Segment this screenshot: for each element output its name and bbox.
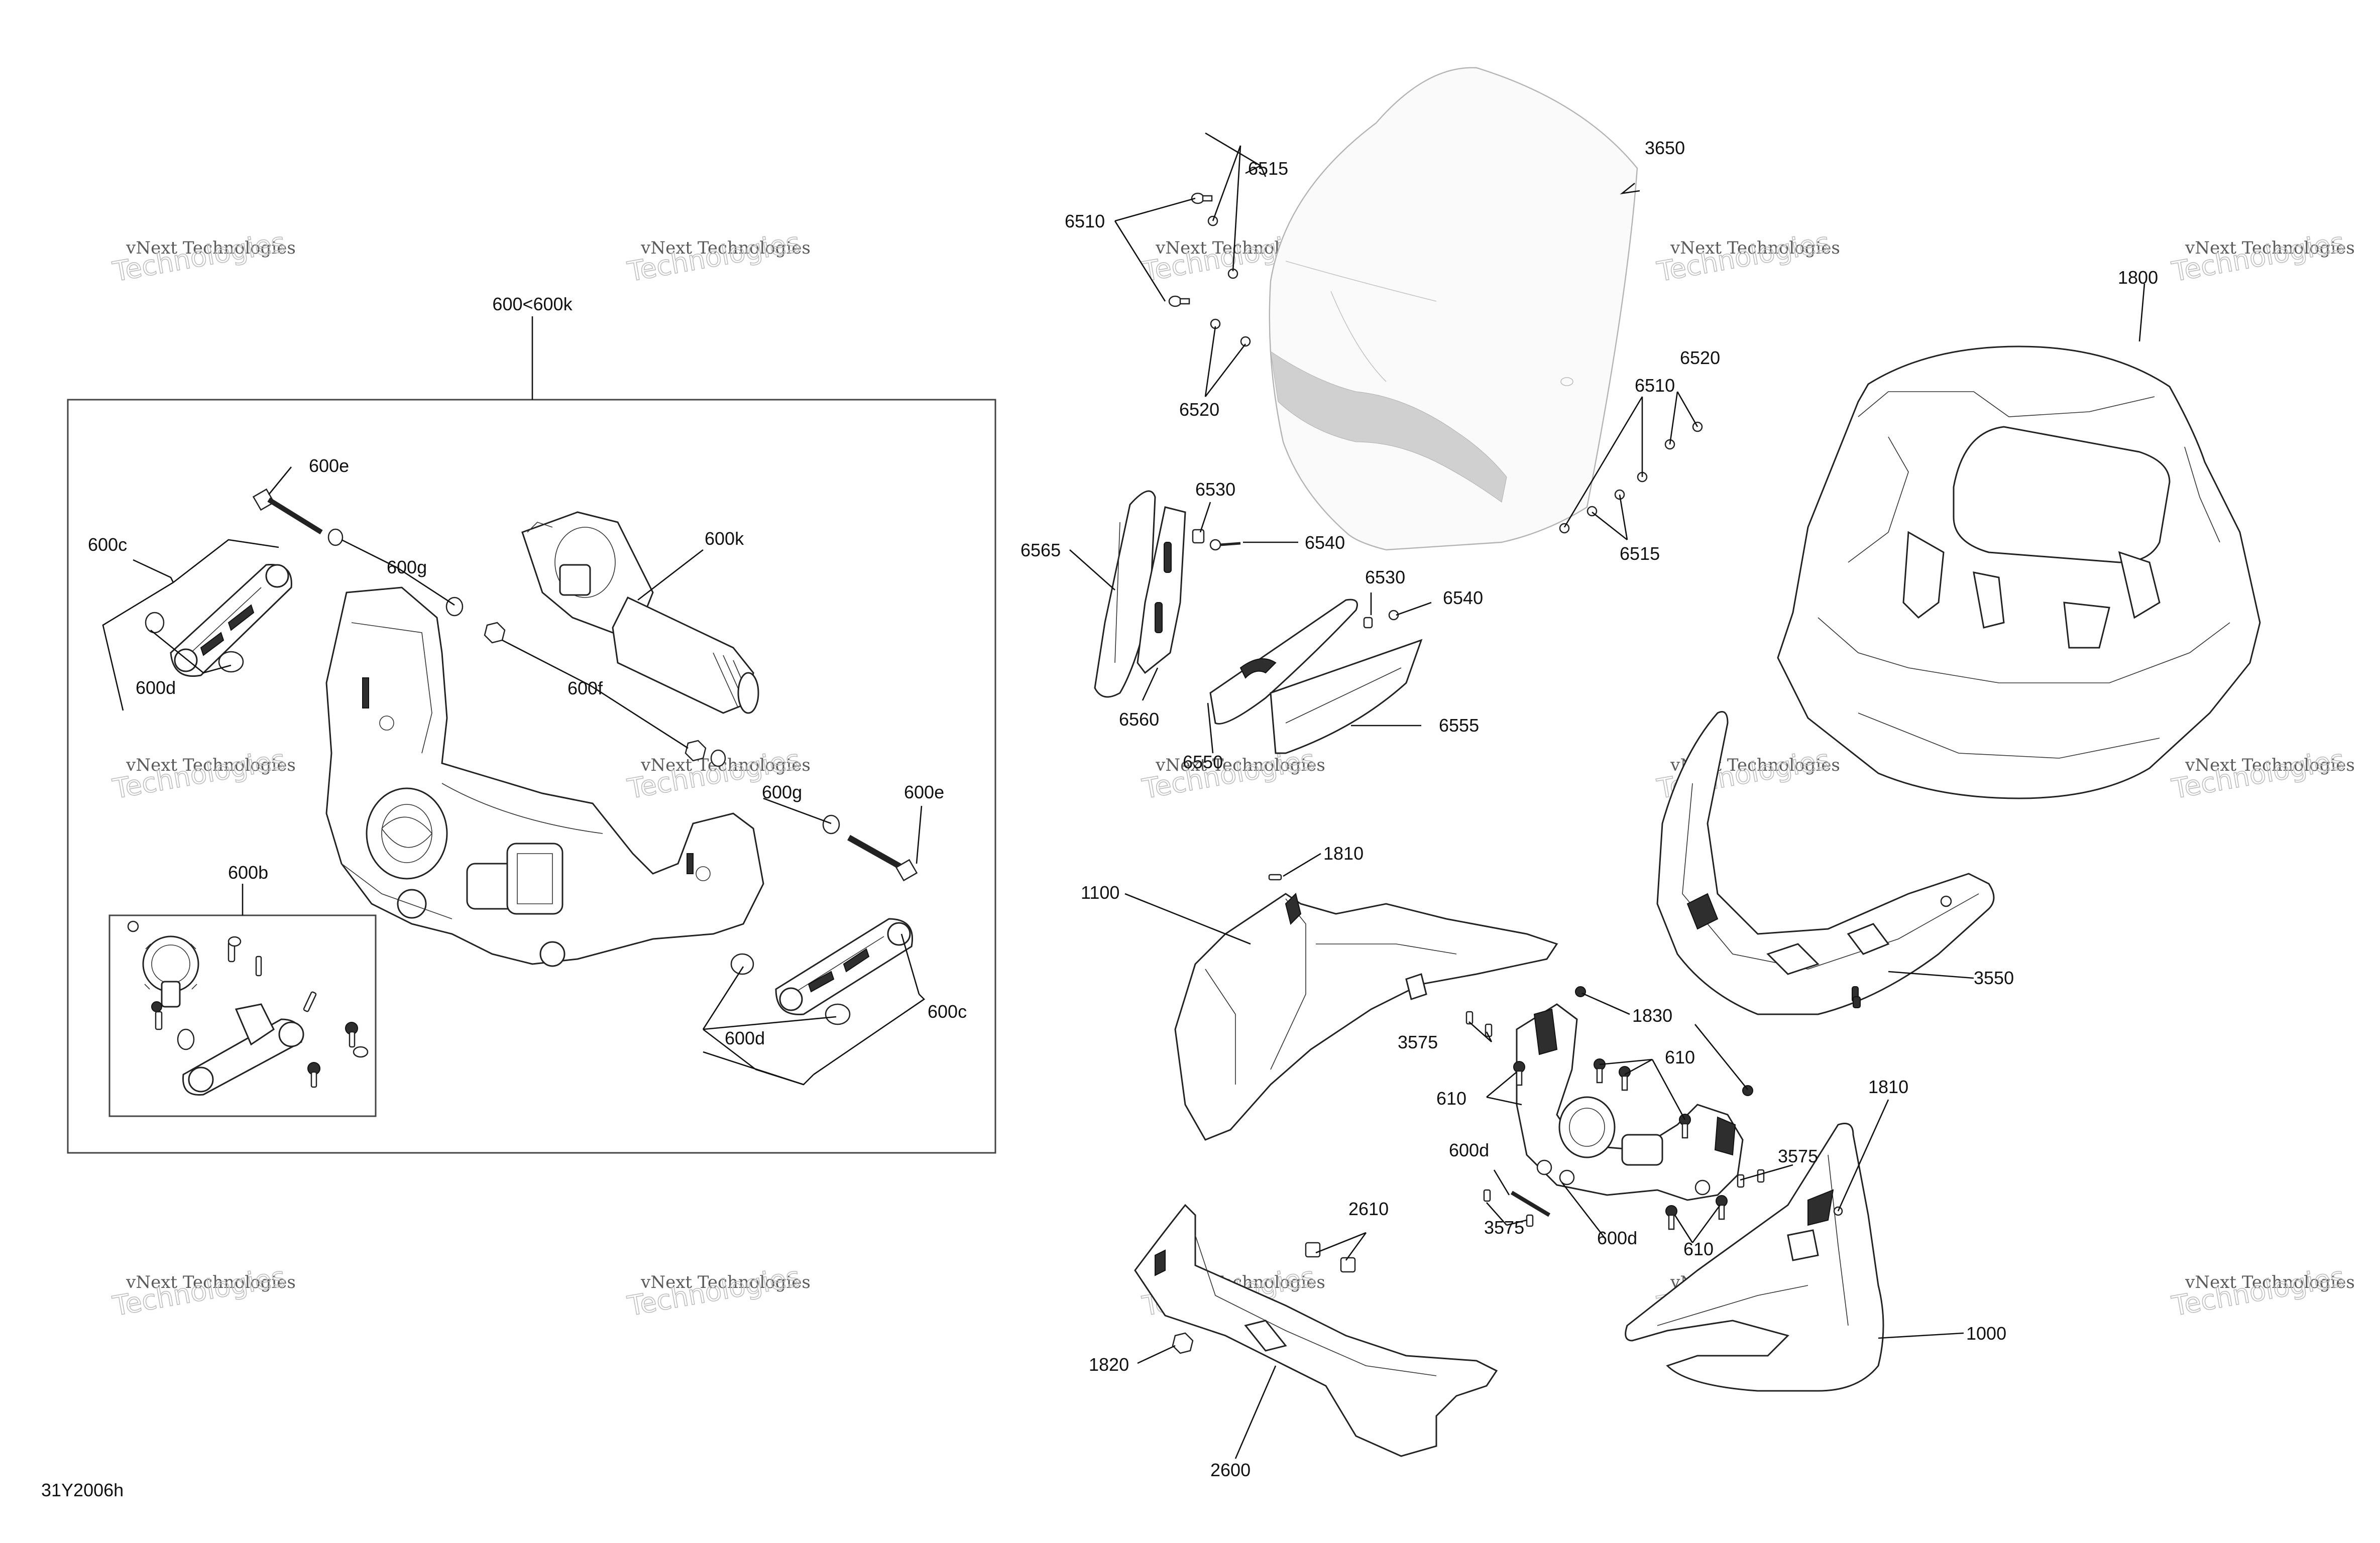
upper-fairing-1800-part	[1777, 345, 2261, 799]
callout-610: 610	[1436, 1088, 1466, 1109]
watermark-line2: Technologies	[110, 744, 288, 805]
callout-1000: 1000	[1966, 1323, 2006, 1344]
callout-1810: 1810	[1868, 1077, 1908, 1097]
assembly-frame-600	[67, 316, 996, 1154]
watermark-line2: Technologies	[110, 1261, 288, 1322]
motor-bracket-part	[325, 586, 764, 967]
callout-6540: 6540	[1443, 587, 1483, 608]
gear-link-600b-part	[127, 920, 369, 1096]
watermark-line1: vNext Technologies	[2185, 1272, 2355, 1292]
callout-6510: 6510	[1635, 375, 1675, 396]
callout-600-600k: 600<600k	[492, 294, 573, 314]
callout-600g: 600g	[762, 782, 802, 802]
watermark-line2: Technologies	[2170, 1261, 2347, 1322]
center-bracket-part	[1516, 1003, 1744, 1201]
callout-2600: 2600	[1210, 1460, 1251, 1480]
watermark-line2: Technologies	[625, 1261, 803, 1322]
callout-3575: 3575	[1484, 1217, 1524, 1238]
callout-2610: 2610	[1348, 1199, 1389, 1219]
watermark-line2: Technologies	[2170, 744, 2347, 805]
drawing-code: 31Y2006h	[41, 1480, 124, 1500]
watermark-line1: vNext Technologies	[2185, 755, 2355, 775]
callout-600g: 600g	[387, 557, 427, 577]
callout-600d: 600d	[136, 677, 176, 698]
callout-6520: 6520	[1179, 399, 1219, 420]
watermark-line2: Technologies	[1655, 226, 1833, 288]
callout-600d: 600d	[1597, 1228, 1637, 1248]
callout-6530: 6530	[1365, 567, 1405, 587]
callout-600k: 600k	[705, 528, 744, 549]
callout-600c: 600c	[928, 1001, 967, 1022]
watermark-line1: vNext Technologies	[640, 1272, 811, 1292]
link-600c-lower-part	[730, 918, 913, 1025]
callout-1800: 1800	[2118, 267, 2158, 288]
callout-610: 610	[1683, 1239, 1714, 1259]
callout-3575: 3575	[1398, 1032, 1438, 1052]
callout-6560: 6560	[1119, 709, 1159, 730]
callout-600c: 600c	[88, 534, 127, 555]
watermark-line1: vNext Technologies	[1670, 238, 1840, 258]
callout-6550: 6550	[1183, 752, 1223, 772]
callout-600e: 600e	[309, 455, 349, 476]
callout-6555: 6555	[1439, 715, 1479, 736]
callout-600e: 600e	[904, 782, 944, 802]
callout-600d: 600d	[1449, 1140, 1489, 1160]
watermark-line1: vNext Technologies	[640, 238, 811, 258]
callout-1820: 1820	[1089, 1354, 1129, 1375]
callout-6510: 6510	[1065, 211, 1105, 231]
callout-1810: 1810	[1323, 843, 1364, 864]
watermark-line2: Technologies	[1140, 744, 1318, 805]
callout-3550: 3550	[1974, 968, 2014, 988]
watermark-line1: vNext Technologies	[2185, 238, 2355, 258]
hardware-65xx-parts	[1168, 192, 1703, 534]
callout-600b: 600b	[228, 862, 268, 883]
callout-3575: 3575	[1778, 1146, 1818, 1166]
lower-fairing-2600-part	[1134, 1204, 1498, 1457]
callout-6565: 6565	[1021, 540, 1061, 560]
callout-610: 610	[1665, 1047, 1695, 1067]
side-fairing-1100-part	[1174, 874, 1558, 1141]
callout-6515: 6515	[1620, 543, 1660, 564]
leader-lines	[102, 132, 2145, 1459]
callout-600d: 600d	[725, 1028, 765, 1048]
callout-1830: 1830	[1632, 1005, 1672, 1026]
watermark-line1: vNext Technologies	[1155, 755, 1325, 775]
hardware-600-parts	[252, 488, 918, 882]
motor-600k-part	[521, 511, 759, 714]
watermark-line2: Technologies	[110, 226, 288, 288]
watermark-line1: vNext Technologies	[126, 755, 296, 775]
front-fairing-1000-part	[1625, 1123, 1884, 1392]
callout-600f: 600f	[568, 678, 603, 698]
watermark-line1: vNext Technologies	[126, 1272, 296, 1292]
callout-1100: 1100	[1081, 882, 1119, 903]
callout-6540: 6540	[1305, 532, 1345, 553]
link-600c-upper-part	[145, 564, 292, 677]
callout-3650: 3650	[1645, 138, 1685, 158]
watermark-line1: vNext Technologies	[126, 238, 296, 258]
callout-labels: 600<600k 600e 600c 600g 600k 600d 600f 6…	[41, 138, 2158, 1500]
watermark-line2: Technologies	[625, 226, 803, 288]
callout-6515: 6515	[1248, 158, 1288, 179]
side-panels-65xx-parts	[1094, 490, 1423, 754]
windshield-3650-part	[1269, 67, 1638, 551]
surround-3550-part	[1656, 711, 1995, 1015]
callout-6530: 6530	[1195, 479, 1235, 500]
watermark-line2: Technologies	[2170, 226, 2347, 288]
callout-6520: 6520	[1680, 347, 1720, 368]
